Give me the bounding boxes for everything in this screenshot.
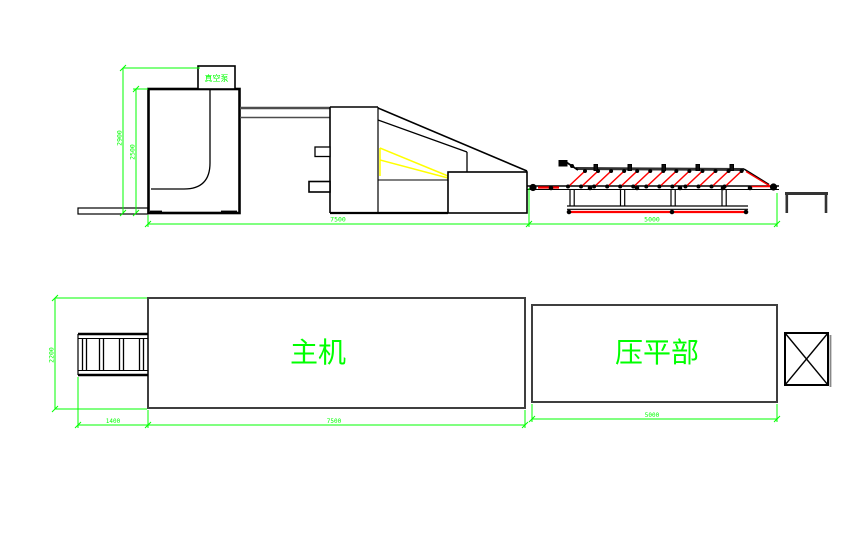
plan-dimensions (54, 297, 778, 428)
dim-body-height: 2500 (129, 144, 137, 160)
main-unit-inner-profile (151, 90, 211, 190)
mid-body-tab-upper (314, 146, 331, 158)
pulley-left (529, 183, 537, 192)
plan-main-unit-label: 主机 (290, 337, 346, 368)
plan-x-box (784, 332, 832, 387)
vacuum-pump-label: 真空泵 (205, 73, 229, 83)
plan-press-section-box (531, 304, 778, 403)
main-unit-foot-left (150, 210, 162, 214)
main-unit-body (147, 87, 241, 215)
elevation-view (77, 65, 828, 215)
plan-press-section-label: 压平部 (615, 337, 699, 368)
bearing-blocks (593, 164, 734, 171)
frame-rail-dots (566, 209, 749, 215)
flat-section-box (447, 171, 528, 214)
yellow-chute (379, 147, 449, 179)
dim-feed-table-length-plan: 1400 (106, 418, 121, 425)
dim-conveyor-length-elevation: 5000 (644, 216, 660, 224)
dim-total-height: 2900 (116, 130, 124, 146)
mid-body-tab-lower (308, 180, 331, 193)
conveyor-elevation (527, 160, 779, 215)
dim-main-length-plan: 7500 (327, 418, 342, 425)
plan-view (77, 297, 832, 409)
pulley-right (769, 183, 778, 191)
belt-dots (548, 185, 753, 191)
roller-array (566, 169, 744, 189)
rack-right-end (743, 168, 771, 187)
dimension-ticks (51, 64, 781, 429)
hood-slope-outer (377, 107, 528, 172)
dim-press-length-plan: 5000 (645, 412, 660, 419)
main-unit-foot-right (221, 210, 237, 214)
outfeed-bench (785, 192, 828, 213)
plan-main-unit-box (147, 297, 526, 409)
dim-main-length-elevation: 7500 (330, 216, 346, 224)
rack-top-rail (575, 167, 745, 171)
dim-feed-width-plan: 2200 (48, 347, 56, 363)
vacuum-pump-box (197, 65, 236, 90)
rack-left-end (558, 160, 579, 171)
elevation-dimensions (122, 67, 778, 227)
plan-feed-table (77, 332, 148, 377)
feed-table-rungs (81, 338, 145, 371)
frame-legs (569, 190, 727, 206)
hood-slope-inner (377, 119, 468, 153)
